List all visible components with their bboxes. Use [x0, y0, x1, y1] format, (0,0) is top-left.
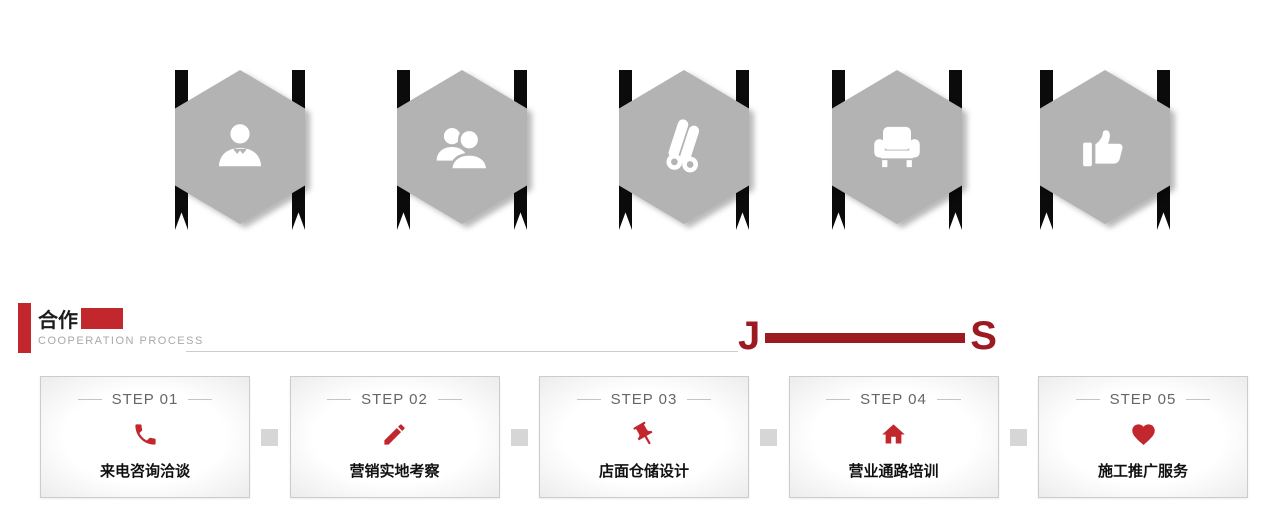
hexagon [619, 70, 749, 224]
dash-left [576, 399, 601, 400]
step-title: 营销实地考察 [349, 463, 440, 480]
step-title: 施工推广服务 [1097, 463, 1188, 480]
thumbs-up-icon [1083, 130, 1123, 167]
step-label: STEP 01 [111, 391, 179, 408]
section-title-en-large: J S [738, 316, 997, 356]
right-title-bar [765, 333, 966, 343]
steps-row: STEP 01 来电咨询洽谈 STEP 02 营销实地考察 [40, 376, 1248, 498]
dash-left [327, 399, 352, 400]
step-label-row: STEP 01 [68, 391, 223, 408]
step-card-2: STEP 02 营销实地考察 [289, 376, 500, 498]
step-label-row: STEP 04 [816, 391, 971, 408]
section-title-zh: 合作 [38, 309, 78, 332]
armchair-icon [874, 126, 920, 168]
dash-left [77, 399, 102, 400]
dash-right [188, 399, 213, 400]
right-title-end: S [970, 314, 997, 358]
step-connector [1009, 428, 1027, 446]
step-label-row: STEP 02 [317, 391, 472, 408]
home-icon [880, 419, 907, 449]
businessman-icon [219, 124, 261, 167]
hex-badge-partners [397, 70, 527, 230]
step-connector [760, 428, 778, 446]
section-subtitle: COOPERATION PROCESS [38, 335, 204, 347]
step-connector [261, 428, 279, 446]
section-title: 合作 [38, 306, 204, 332]
dash-right [687, 399, 712, 400]
hex-badge-armchair [832, 70, 962, 230]
step-title: 来电咨询洽谈 [99, 463, 190, 480]
step-title: 店面仓储设计 [598, 463, 689, 480]
step-label-row: STEP 03 [567, 391, 722, 408]
step-label: STEP 04 [860, 391, 927, 408]
step-card-4: STEP 04 营业通路培训 [788, 376, 999, 498]
hexagon [832, 70, 962, 224]
phone-icon [132, 419, 159, 449]
hex-badge-thumbs-up [1040, 70, 1170, 230]
step-label: STEP 02 [361, 391, 428, 408]
heart-icon [1130, 419, 1157, 449]
accent-bar [18, 303, 31, 353]
hex-badge-wood-logs [619, 70, 749, 230]
header-divider-line [186, 351, 738, 352]
step-connector [510, 428, 528, 446]
hexagon [397, 70, 527, 224]
hexagon [1040, 70, 1170, 224]
dash-right [1186, 399, 1211, 400]
pencil-icon [381, 419, 408, 449]
step-label-row: STEP 05 [1066, 391, 1221, 408]
dash-right [437, 399, 462, 400]
title-red-box [81, 307, 123, 329]
dash-right [936, 399, 961, 400]
hex-badge-businessman [175, 70, 305, 230]
step-title: 营业通路培训 [848, 463, 939, 480]
step-card-3: STEP 03 店面仓储设计 [539, 376, 749, 498]
section-title-block: 合作 COOPERATION PROCESS [38, 306, 204, 347]
step-label: STEP 03 [610, 391, 678, 408]
hexagon [175, 70, 305, 224]
dash-left [826, 399, 851, 400]
step-label: STEP 05 [1109, 391, 1177, 408]
pushpin-icon [631, 419, 658, 449]
step-card-5: STEP 05 施工推广服务 [1038, 376, 1248, 498]
wood-logs-icon [666, 119, 700, 173]
partners-icon [436, 127, 489, 172]
right-title-start: J [738, 314, 761, 358]
step-card-1: STEP 01 来电咨询洽谈 [40, 376, 250, 498]
dash-left [1075, 399, 1100, 400]
